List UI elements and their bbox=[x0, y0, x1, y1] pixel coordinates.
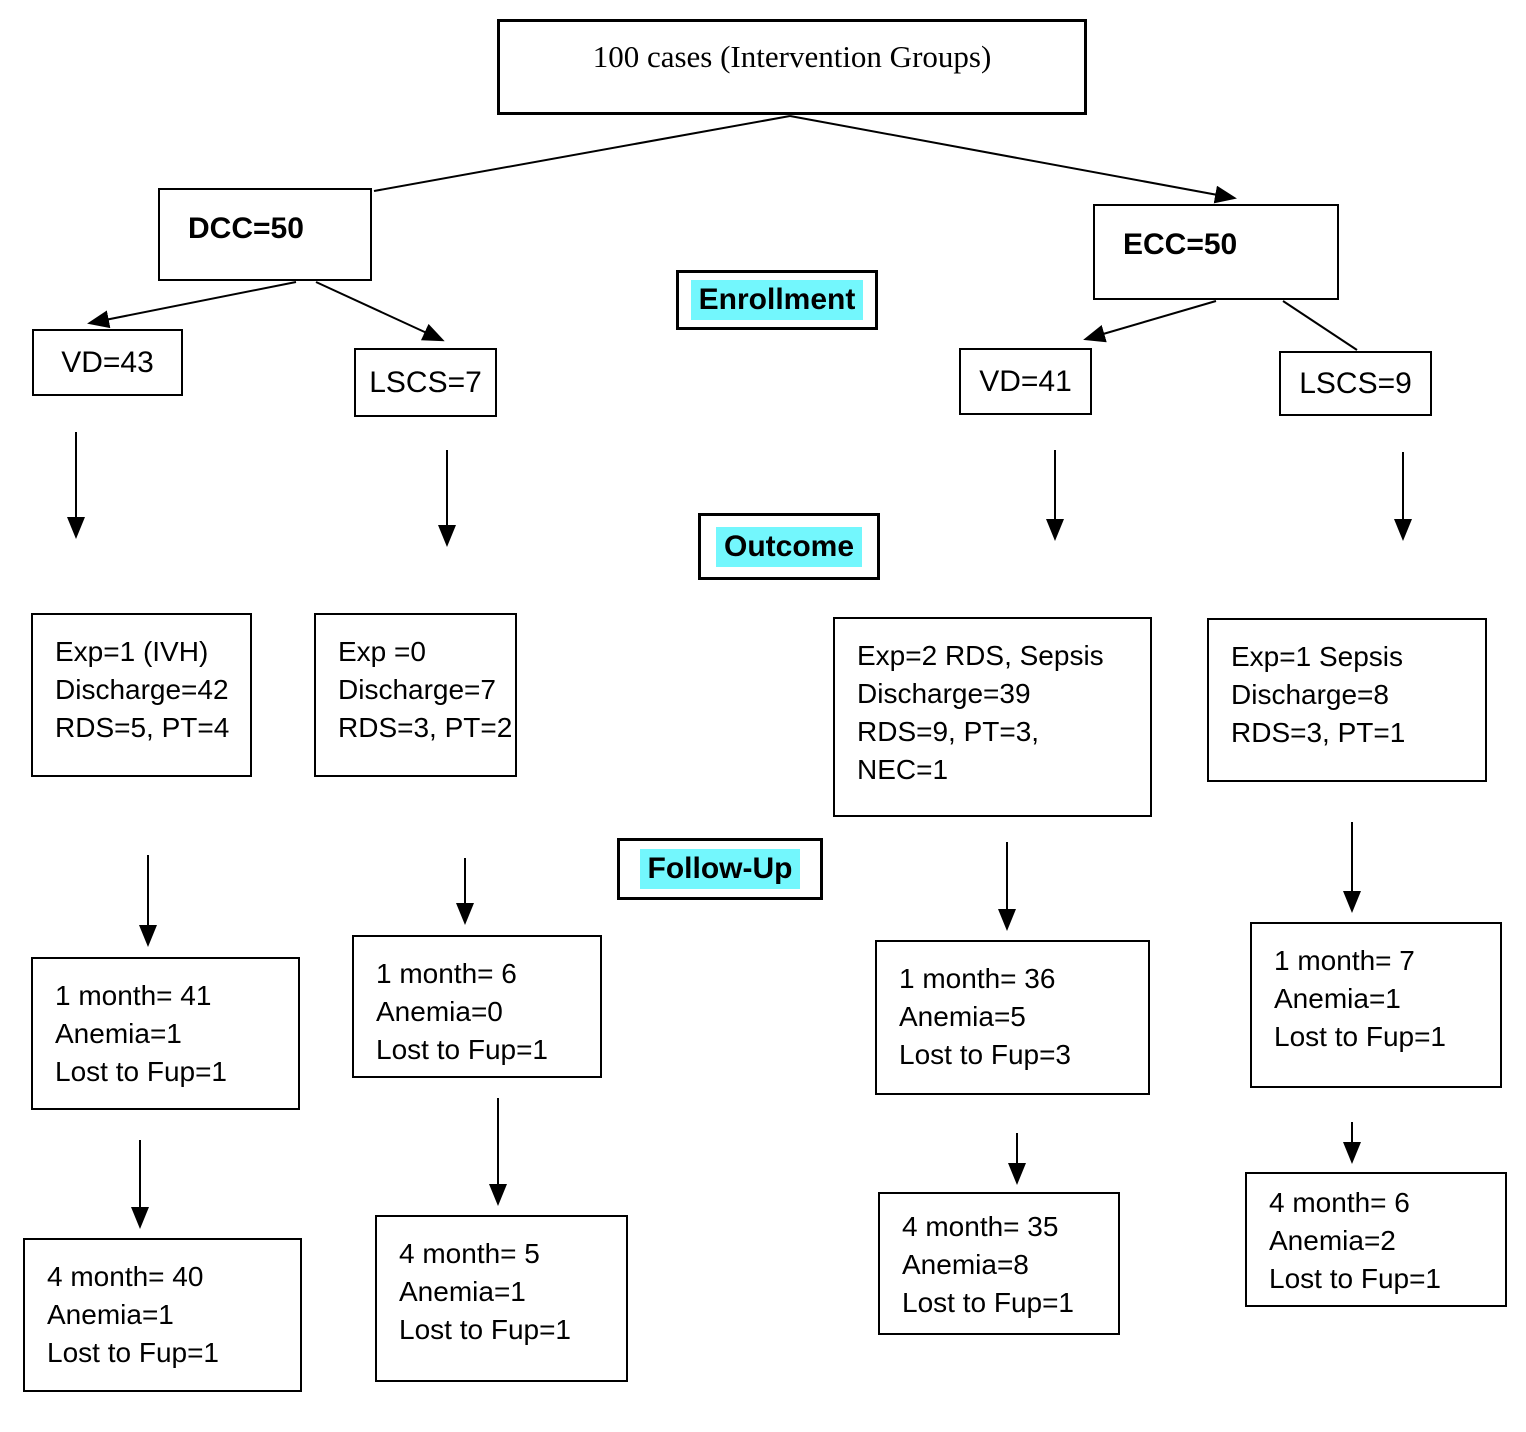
line-ecc-to-lscs bbox=[1282, 300, 1358, 351]
outcome-line: Exp=2 RDS, Sepsis bbox=[857, 640, 1104, 671]
vd-dcc-label: VD=43 bbox=[61, 345, 154, 379]
month4-line: Lost to Fup=1 bbox=[47, 1337, 220, 1368]
outcome-line: Exp =0 bbox=[338, 636, 426, 667]
lscs-dcc-label: LSCS=7 bbox=[369, 365, 482, 399]
stage-label-outcome: Outcome bbox=[698, 513, 880, 580]
stage-label-followup: Follow-Up bbox=[617, 838, 823, 900]
month1-line: 1 month= 36 bbox=[899, 963, 1056, 994]
outcome-line: Discharge=42 bbox=[55, 674, 229, 705]
node-vd-dcc: VD=43 bbox=[32, 329, 183, 396]
month1-box-dcc-lscs: 1 month= 6 Anemia=0 Lost to Fup=1 bbox=[352, 935, 602, 1078]
node-lscs-ecc: LSCS=9 bbox=[1279, 351, 1432, 416]
month1-box-ecc-vd: 1 month= 36 Anemia=5 Lost to Fup=3 bbox=[875, 940, 1150, 1095]
arrow-ecc-to-vd bbox=[1083, 300, 1217, 343]
month4-line: Lost to Fup=1 bbox=[399, 1314, 572, 1345]
outcome-line: RDS=5, PT=4 bbox=[55, 712, 230, 743]
outcome-line: RDS=3, PT=2 bbox=[338, 712, 513, 743]
outcome-line: Exp=1 Sepsis bbox=[1231, 641, 1403, 672]
month4-box-dcc-lscs: 4 month= 5 Anemia=1 Lost to Fup=1 bbox=[375, 1215, 628, 1382]
month1-line: Lost to Fup=3 bbox=[899, 1039, 1072, 1070]
month1-box-ecc-lscs: 1 month= 7 Anemia=1 Lost to Fup=1 bbox=[1250, 922, 1502, 1088]
outcome-line: RDS=3, PT=1 bbox=[1231, 717, 1406, 748]
followup-label: Follow-Up bbox=[639, 849, 801, 889]
month4-line: 4 month= 35 bbox=[902, 1211, 1059, 1242]
group-box-dcc: DCC=50 bbox=[158, 188, 372, 281]
month1-line: Anemia=0 bbox=[376, 996, 503, 1027]
enrollment-label: Enrollment bbox=[690, 280, 864, 320]
month1-box-dcc-vd: 1 month= 41 Anemia=1 Lost to Fup=1 bbox=[31, 957, 300, 1110]
outcome-line: RDS=9, PT=3, bbox=[857, 716, 1040, 747]
arrow-dcc-to-lscs bbox=[315, 281, 445, 342]
line-title-to-dcc bbox=[373, 115, 791, 192]
outcome-box-dcc-vd: Exp=1 (IVH) Discharge=42 RDS=5, PT=4 bbox=[31, 613, 252, 777]
group-box-ecc: ECC=50 bbox=[1093, 204, 1339, 300]
outcome-line: Discharge=39 bbox=[857, 678, 1031, 709]
outcome-label: Outcome bbox=[715, 526, 863, 567]
node-vd-ecc: VD=41 bbox=[959, 348, 1092, 415]
month4-box-ecc-vd: 4 month= 35 Anemia=8 Lost to Fup=1 bbox=[878, 1192, 1120, 1335]
group-dcc-label: DCC=50 bbox=[188, 212, 304, 245]
month1-line: 1 month= 41 bbox=[55, 980, 212, 1011]
month4-line: 4 month= 40 bbox=[47, 1261, 204, 1292]
month1-line: 1 month= 7 bbox=[1274, 945, 1415, 976]
title-text: 100 cases (Intervention Groups) bbox=[592, 39, 992, 74]
title-box: 100 cases (Intervention Groups) bbox=[497, 19, 1087, 115]
month1-line: Anemia=5 bbox=[899, 1001, 1026, 1032]
group-ecc-label: ECC=50 bbox=[1123, 228, 1238, 261]
month4-line: Anemia=2 bbox=[1269, 1225, 1396, 1256]
vd-ecc-label: VD=41 bbox=[979, 364, 1072, 398]
outcome-box-dcc-lscs: Exp =0 Discharge=7 RDS=3, PT=2 bbox=[314, 613, 517, 777]
month1-line: Anemia=1 bbox=[55, 1018, 182, 1049]
month4-line: 4 month= 5 bbox=[399, 1238, 540, 1269]
month4-line: Anemia=1 bbox=[47, 1299, 174, 1330]
month1-line: Anemia=1 bbox=[1274, 983, 1401, 1014]
month1-line: Lost to Fup=1 bbox=[55, 1056, 228, 1087]
arrow-dcc-to-vd bbox=[87, 281, 297, 329]
stage-label-enrollment: Enrollment bbox=[676, 270, 878, 330]
outcome-line: Discharge=7 bbox=[338, 674, 496, 705]
node-lscs-dcc: LSCS=7 bbox=[354, 348, 497, 417]
outcome-line: Exp=1 (IVH) bbox=[55, 636, 209, 667]
month4-box-ecc-lscs: 4 month= 6 Anemia=2 Lost to Fup=1 bbox=[1245, 1172, 1507, 1307]
month4-line: Anemia=1 bbox=[399, 1276, 526, 1307]
month4-line: 4 month= 6 bbox=[1269, 1187, 1410, 1218]
month1-line: Lost to Fup=1 bbox=[376, 1034, 549, 1065]
outcome-box-ecc-lscs: Exp=1 Sepsis Discharge=8 RDS=3, PT=1 bbox=[1207, 618, 1487, 782]
month1-line: 1 month= 6 bbox=[376, 958, 517, 989]
arrow-title-to-ecc bbox=[789, 115, 1237, 204]
outcome-line: NEC=1 bbox=[857, 754, 949, 785]
month4-line: Lost to Fup=1 bbox=[1269, 1263, 1442, 1294]
outcome-box-ecc-vd: Exp=2 RDS, Sepsis Discharge=39 RDS=9, PT… bbox=[833, 617, 1152, 817]
month4-line: Lost to Fup=1 bbox=[902, 1287, 1075, 1318]
lscs-ecc-label: LSCS=9 bbox=[1299, 366, 1412, 400]
month1-line: Lost to Fup=1 bbox=[1274, 1021, 1447, 1052]
month4-box-dcc-vd: 4 month= 40 Anemia=1 Lost to Fup=1 bbox=[23, 1238, 302, 1392]
month4-line: Anemia=8 bbox=[902, 1249, 1029, 1280]
outcome-line: Discharge=8 bbox=[1231, 679, 1389, 710]
